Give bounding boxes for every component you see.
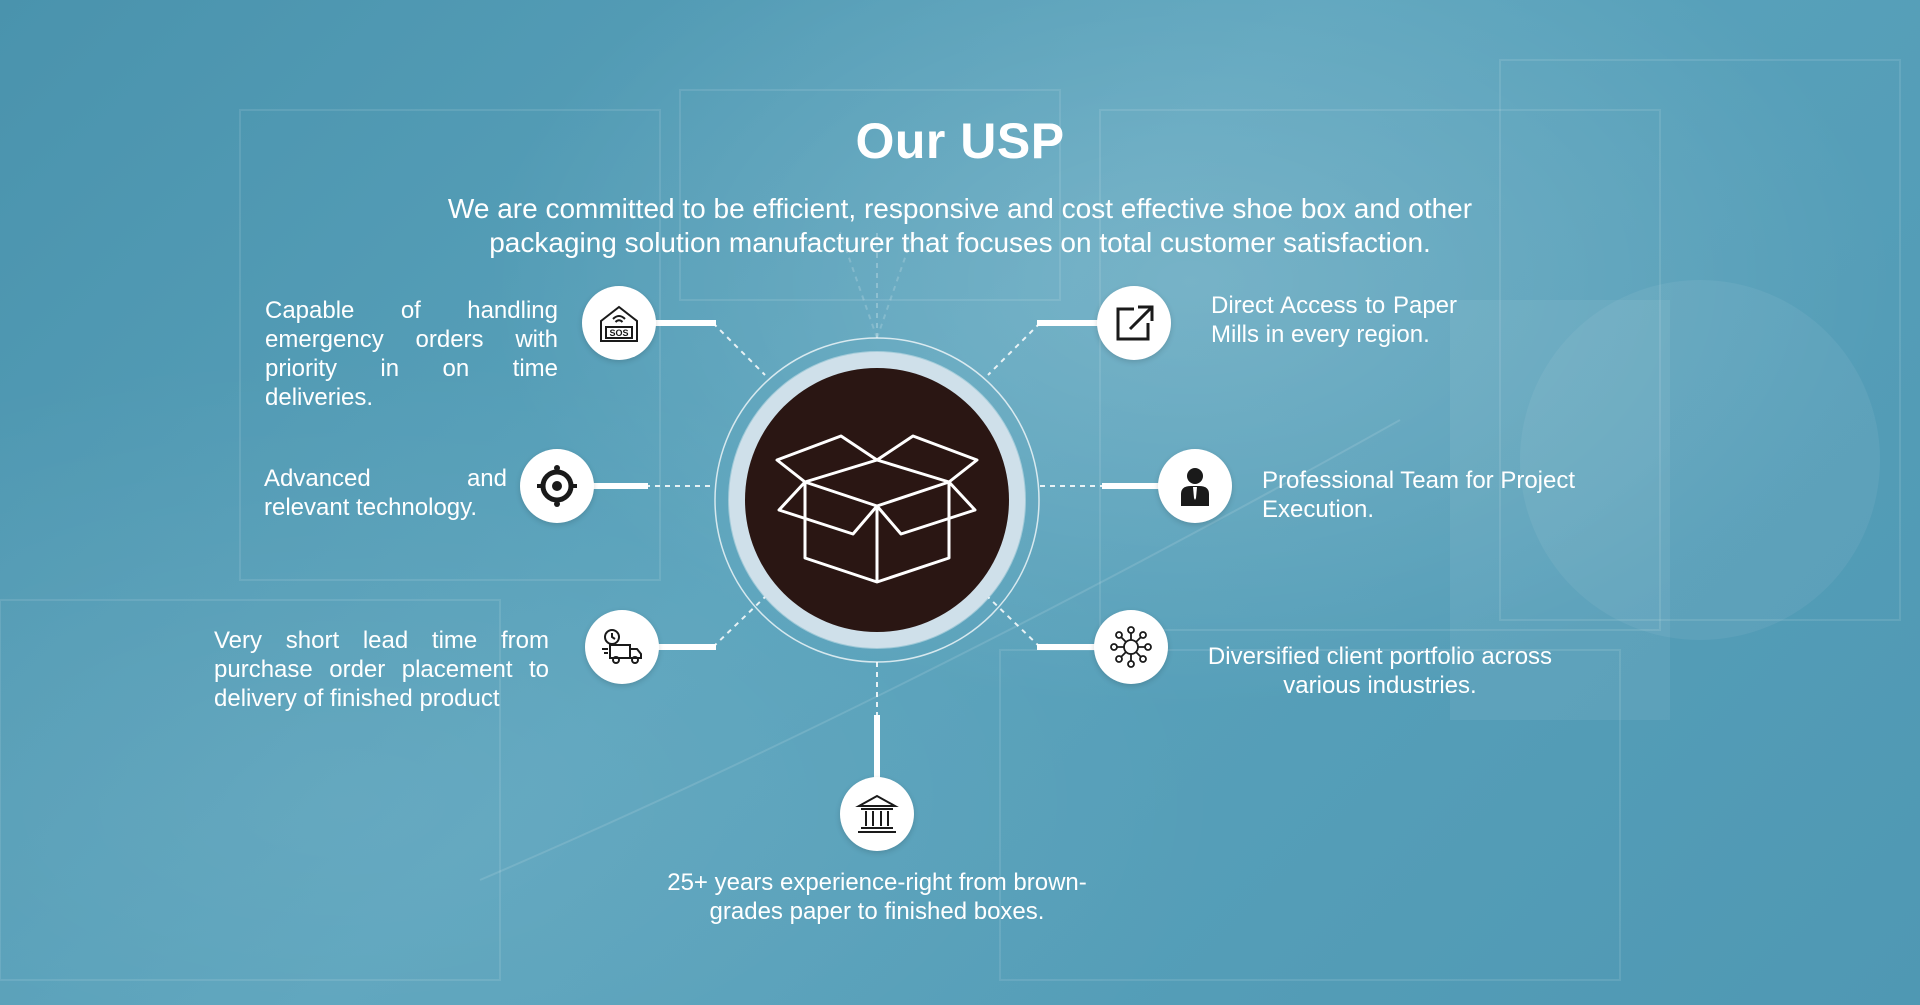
page-subtitle: We are committed to be efficient, respon… bbox=[447, 193, 1473, 258]
open-box-icon bbox=[775, 434, 979, 584]
team-text: Professional Team for Project Execution. bbox=[1262, 467, 1576, 523]
target-ring-icon bbox=[537, 465, 577, 507]
emergency-text: Capable of handling emergency orders wit… bbox=[265, 297, 558, 411]
hub-center bbox=[745, 368, 1009, 632]
usp-hub bbox=[729, 352, 1025, 648]
paper-mills-node bbox=[1097, 286, 1171, 360]
experience-text: 25+ years experience-right from brown-gr… bbox=[667, 869, 1087, 925]
paper-mills-text: Direct Access to Paper Mills in every re… bbox=[1211, 292, 1457, 348]
team-node bbox=[1158, 449, 1232, 523]
portfolio-node bbox=[1094, 610, 1168, 684]
technology-text: Advanced and relevant technology. bbox=[264, 465, 507, 521]
lead-time-text: Very short lead time from purchase order… bbox=[214, 627, 549, 712]
sos-house-icon: SOS bbox=[600, 305, 638, 342]
portfolio-text: Diversified client portfolio across vari… bbox=[1207, 643, 1553, 699]
institution-building-icon bbox=[855, 794, 899, 833]
businessman-icon bbox=[1181, 468, 1209, 506]
external-link-icon bbox=[1116, 305, 1154, 341]
page-title: Our USP bbox=[855, 112, 1065, 169]
svg-text:SOS: SOS bbox=[609, 328, 628, 338]
experience-node bbox=[840, 777, 914, 851]
emergency-node: SOS bbox=[582, 286, 656, 360]
network-nodes-icon bbox=[1110, 626, 1152, 668]
technology-node bbox=[520, 449, 594, 523]
lead-time-node bbox=[585, 610, 659, 684]
delivery-truck-icon bbox=[602, 629, 642, 664]
